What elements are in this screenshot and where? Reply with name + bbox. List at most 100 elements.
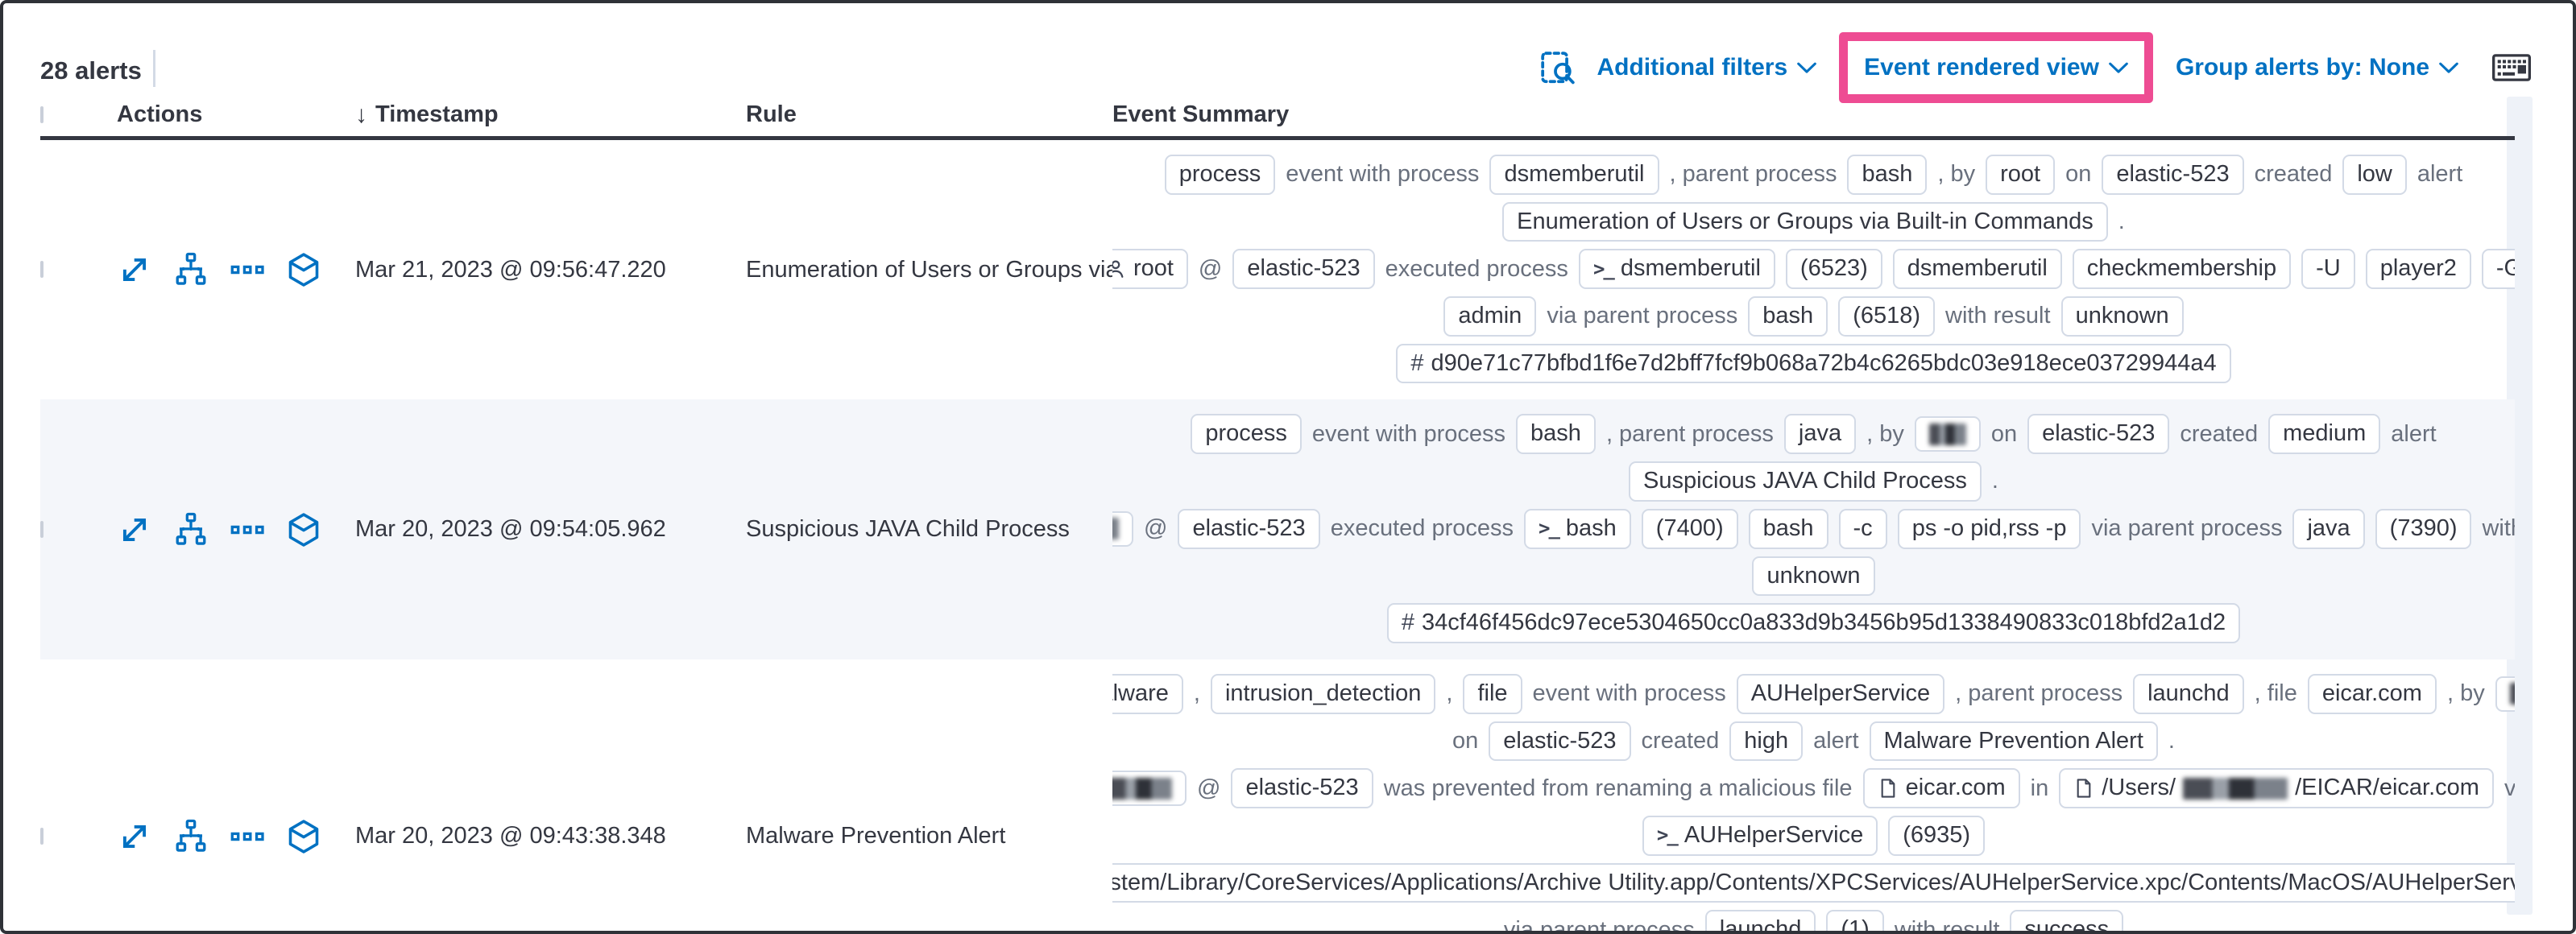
row-checkbox[interactable]: [40, 261, 43, 279]
session-view-icon[interactable]: [286, 819, 321, 854]
timestamp-cell: Mar 21, 2023 @ 09:56:47.220: [355, 256, 666, 283]
summary-text: on: [1452, 727, 1479, 754]
summary-text: , parent process: [1669, 161, 1837, 188]
summary-line: >_AUHelperService(6935): [1642, 815, 1986, 856]
table-body: Mar 21, 2023 @ 09:56:47.220 Enumeration o…: [40, 140, 2515, 934]
chevron-down-icon: [2439, 62, 2458, 73]
summary-badge: >_AUHelperService: [1642, 815, 1878, 856]
summary-badge: bash: [1516, 414, 1596, 455]
summary-badge: elastic-523: [1489, 721, 1631, 762]
summary-text: event with process: [1311, 420, 1506, 447]
inspect-icon[interactable]: [1539, 49, 1576, 86]
session-view-icon[interactable]: [286, 252, 321, 287]
summary-text: created: [2180, 420, 2259, 447]
alerts-table: Actions ↓ Timestamp Rule Event Summary M…: [40, 93, 2515, 934]
summary-badge: >_dsmemberutil: [1578, 249, 1775, 290]
summary-text: , by: [1866, 420, 1904, 447]
chevron-down-icon: [1797, 62, 1816, 73]
summary-badge: (7400): [1641, 508, 1738, 549]
highlight-annotation: Event rendered view: [1839, 32, 2153, 103]
row-actions: [117, 512, 355, 548]
analyze-event-icon[interactable]: [173, 512, 209, 548]
summary-text: @: [1196, 775, 1221, 801]
summary-text: alert: [2417, 161, 2463, 188]
divider: [153, 50, 155, 87]
rule-cell: Enumeration of Users or Groups via Bui: [746, 256, 1112, 283]
summary-badge: (6518): [1838, 296, 1936, 337]
summary-badge-text: dsmemberutil: [1620, 255, 1761, 282]
summary-text: ,: [1446, 680, 1453, 707]
analyze-event-icon[interactable]: [173, 819, 209, 854]
view-selector-button[interactable]: Event rendered view: [1864, 54, 2128, 81]
select-all-checkbox[interactable]: [40, 105, 43, 123]
summary-badge: dsmemberutil: [1489, 155, 1659, 195]
summary-text: with result: [1945, 303, 2051, 329]
summary-line: admin via parent process bash (6518) with re…: [1443, 296, 2184, 337]
summary-badge-text: (6518): [1853, 303, 1921, 329]
expand-icon[interactable]: [117, 819, 152, 854]
expand-icon[interactable]: [117, 252, 152, 287]
summary-badge-text: bash: [1862, 161, 1913, 187]
summary-text: , by: [1937, 161, 1976, 188]
summary-badge: -U: [2301, 249, 2355, 290]
summary-badge: high: [1729, 721, 1804, 762]
summary-badge-text: java: [2307, 515, 2350, 541]
summary-badge: #d90e71c77bfbd1f6e7d2bff7fcf9b068a72b4c6…: [1396, 343, 2231, 384]
more-actions-icon[interactable]: [230, 512, 265, 548]
summary-text: alert: [2391, 420, 2437, 447]
summary-badge: root: [1112, 249, 1188, 290]
summary-badge-text: unknown: [2075, 303, 2169, 329]
summary-badge-text: /System/Library/CoreServices/Application…: [1112, 869, 2515, 895]
more-actions-icon[interactable]: [230, 819, 265, 854]
summary-text: with result: [2482, 515, 2515, 542]
summary-badge-text: Malware Prevention Alert: [1883, 727, 2143, 754]
column-header-actions: Actions: [117, 101, 203, 127]
column-header-timestamp[interactable]: ↓ Timestamp: [355, 101, 499, 128]
summary-badge-text: /EICAR/eicar.com: [2295, 775, 2479, 801]
timestamp-cell: Mar 20, 2023 @ 09:43:38.348: [355, 823, 666, 849]
summary-line: unknown: [1752, 556, 1875, 597]
summary-badge: medium: [2268, 414, 2381, 455]
summary-badge: (1): [1826, 910, 1884, 931]
table-header-row: Actions ↓ Timestamp Rule Event Summary: [40, 93, 2515, 140]
summary-badge: malware: [1112, 673, 1183, 714]
sort-descending-icon: ↓: [355, 101, 367, 128]
additional-filters-button[interactable]: Additional filters: [1597, 54, 1816, 81]
summary-badge: bash: [1748, 296, 1828, 337]
row-checkbox[interactable]: [40, 827, 43, 845]
group-alerts-button[interactable]: Group alerts by: None: [2176, 54, 2458, 81]
analyze-event-icon[interactable]: [173, 252, 209, 287]
keyboard-shortcuts-icon[interactable]: [2492, 53, 2531, 82]
summary-badge-text: elastic-523: [2116, 161, 2230, 187]
summary-line: #d90e71c77bfbd1f6e7d2bff7fcf9b068a72b4c6…: [1396, 343, 2231, 384]
session-view-icon[interactable]: [286, 512, 321, 548]
column-header-event-summary: Event Summary: [1112, 101, 1290, 127]
summary-badge: intrusion_detection: [1210, 673, 1436, 714]
expand-icon[interactable]: [117, 512, 152, 548]
summary-badge: success: [2010, 910, 2124, 934]
summary-badge-text: bash: [1762, 303, 1814, 329]
summary-badge-text: bash: [1565, 515, 1617, 541]
summary-badge-text: Enumeration of Users or Groups via Built…: [1517, 208, 2094, 234]
summary-badge-text: -U: [2316, 255, 2341, 282]
summary-badge-text: success: [2024, 916, 2110, 934]
terminal-icon: >_: [1539, 517, 1560, 540]
summary-text: created: [2254, 161, 2333, 188]
summary-badge-text: ps -o pid,rss -p: [1911, 515, 2067, 541]
summary-text: , parent process: [1605, 420, 1774, 447]
summary-badge-text: launchd: [1719, 916, 1802, 934]
summary-line: /System/Library/CoreServices/Application…: [1112, 862, 2515, 903]
summary-text: via parent process: [1547, 303, 1738, 329]
summary-badge: Malware Prevention Alert: [1869, 721, 2158, 762]
summary-badge-text: high: [1744, 727, 1789, 754]
more-actions-icon[interactable]: [230, 252, 265, 287]
summary-badge: admin: [1443, 296, 1537, 337]
summary-badge: low: [2342, 155, 2407, 195]
summary-badge-text: root: [1133, 255, 1174, 282]
row-checkbox[interactable]: [40, 520, 43, 538]
summary-badge-text: elastic-523: [1247, 255, 1360, 282]
summary-text: via: [2504, 775, 2515, 801]
